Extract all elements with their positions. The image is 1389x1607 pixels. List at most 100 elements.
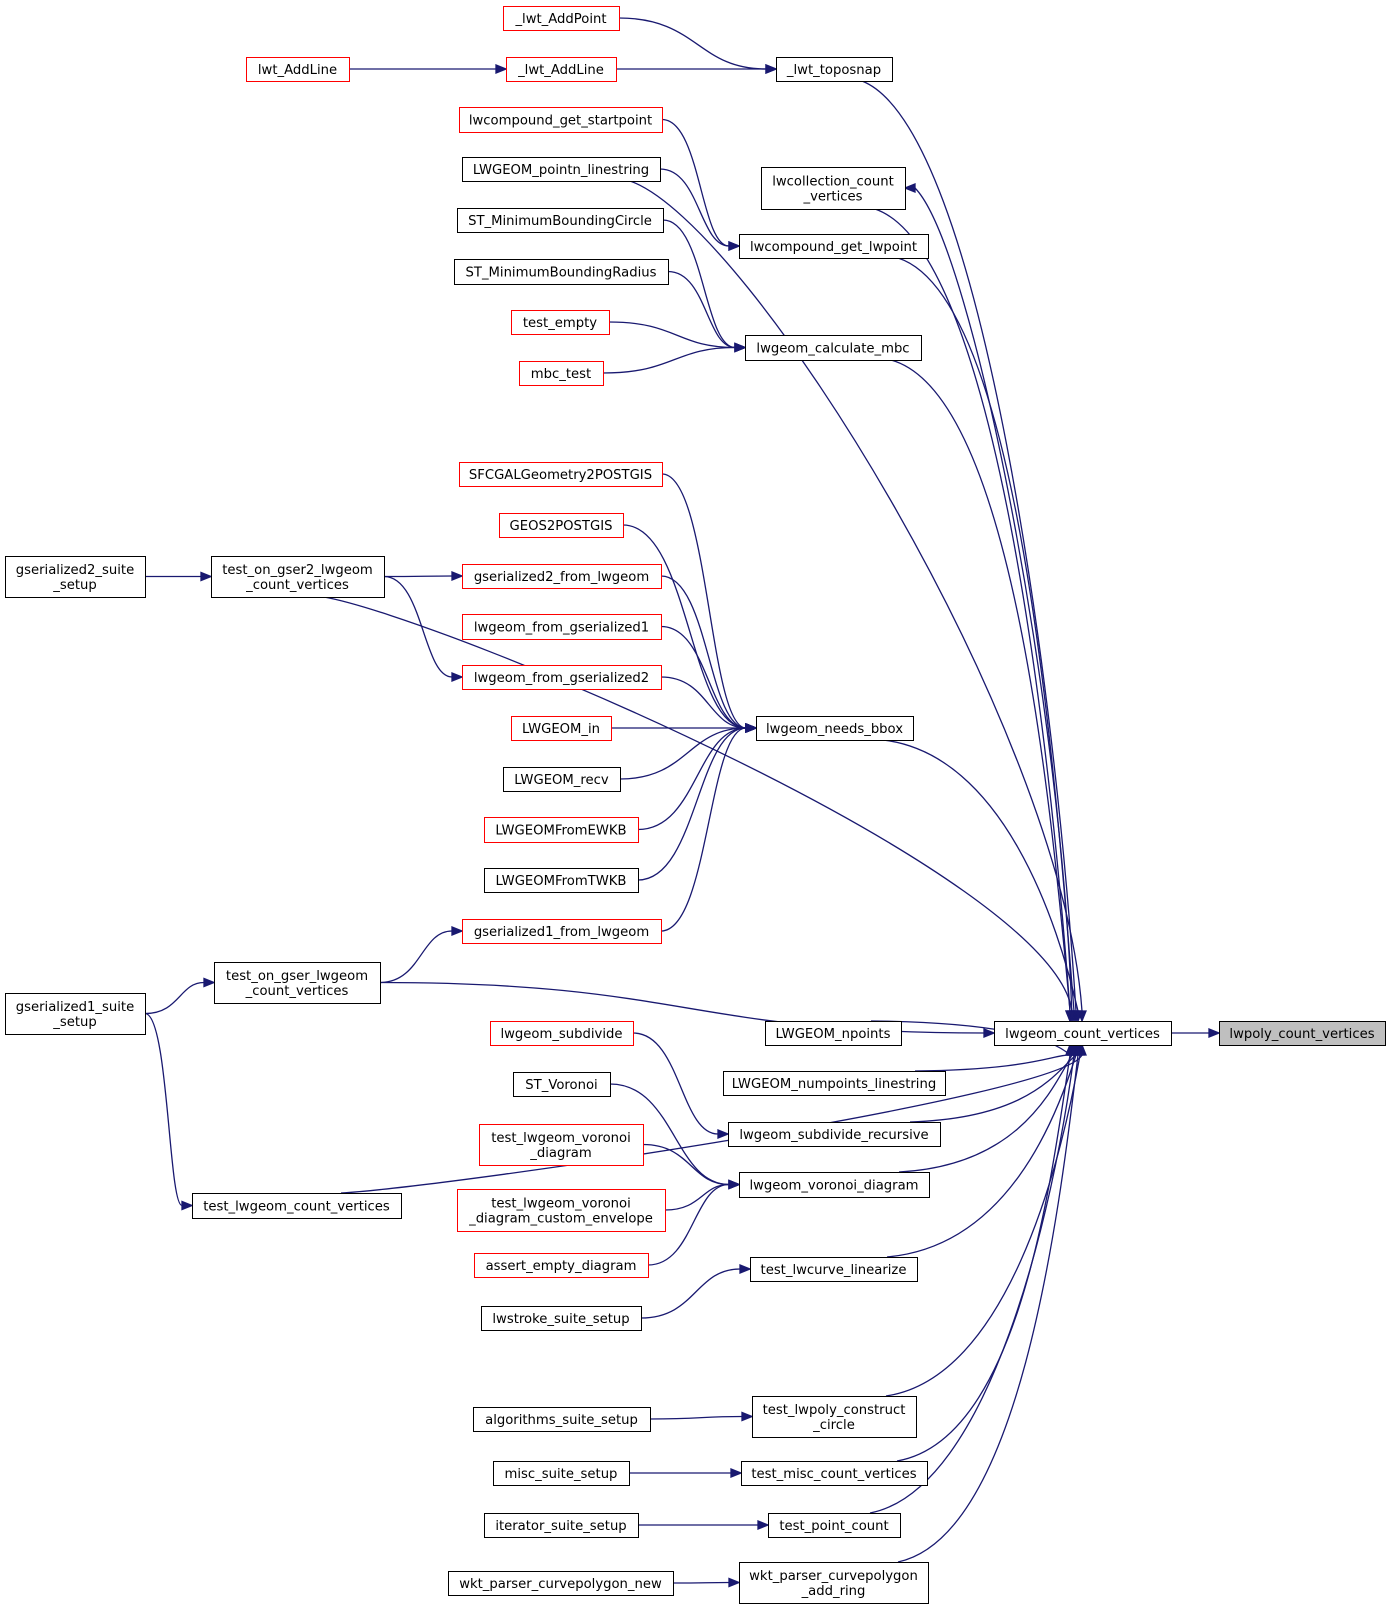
node-test_lwpoly_construct_circle[interactable]: test_lwpoly_construct_circle [752,1396,917,1438]
node-lwcompound_get_startpoint[interactable]: lwcompound_get_startpoint [459,107,663,133]
edge-line [608,321,736,349]
node-LWGEOM_npoints[interactable]: LWGEOM_npoints [765,1021,902,1046]
node-assert_empty_diagram[interactable]: assert_empty_diagram [474,1253,649,1278]
node-SFCGALGeometry2POSTGIS[interactable]: SFCGALGeometry2POSTGIS [459,462,663,487]
node-label: LWGEOM_numpoints_linestring [732,1077,936,1092]
node-lwcollection_count_vertices[interactable]: lwcollection_count_vertices [761,167,906,210]
node-gserialized2_from_lwgeom[interactable]: gserialized2_from_lwgeom [462,564,662,589]
node-LWGEOMFromEWKB[interactable]: LWGEOMFromEWKB [484,817,639,843]
edge-lwgeom_subdivide-to-lwgeom_subdivide_recursive [632,1032,730,1139]
edge-lwgeom_from_gserialized2-to-lwgeom_needs_bbox [660,676,758,733]
node-iterator_suite_setup[interactable]: iterator_suite_setup [484,1513,639,1538]
node-algorithms_suite_setup[interactable]: algorithms_suite_setup [473,1407,651,1432]
node-test_point_count[interactable]: test_point_count [768,1513,901,1538]
node-label: lwt_AddLine [258,63,337,78]
edge-LWGEOM_pointn_linestring-to-lwgeom_count_vertices [629,180,1087,1023]
node-label: ST_MinimumBoundingCircle [468,214,652,229]
node-gserialized1_suite_setup[interactable]: gserialized1_suite_setup [5,993,146,1035]
node-lwt_toposnap[interactable]: _lwt_toposnap [776,57,893,82]
node-lwt_AddPoint[interactable]: _lwt_AddPoint [503,6,620,31]
node-lwgeom_calculate_mbc[interactable]: lwgeom_calculate_mbc [745,335,922,361]
node-label: lwcompound_get_lwpoint [750,240,917,255]
edge-arrowhead [734,342,747,353]
node-test_on_gser_lwgeom_count_vertices[interactable]: test_on_gser_lwgeom_count_vertices [214,962,381,1004]
node-lwcompound_get_lwpoint[interactable]: lwcompound_get_lwpoint [739,234,929,259]
node-LWGEOM_in[interactable]: LWGEOM_in [511,716,612,741]
node-LWGEOM_pointn_linestring[interactable]: LWGEOM_pointn_linestring [462,157,661,182]
node-GEOS2POSTGIS[interactable]: GEOS2POSTGIS [499,513,624,538]
edge-gserialized1_from_lwgeom-to-lwgeom_needs_bbox [660,723,758,932]
node-box [462,614,662,640]
edge-line [660,676,747,729]
node-label: SFCGALGeometry2POSTGIS [469,468,652,483]
node-label: lwgeom_voronoi_diagram [749,1179,918,1194]
edge-line [664,1183,730,1211]
node-test_lwgeom_voronoi_diagram_custom_envelope[interactable]: test_lwgeom_voronoi_diagram_custom_envel… [457,1189,666,1232]
node-box [479,1124,644,1166]
node-lwgeom_needs_bbox[interactable]: lwgeom_needs_bbox [756,716,914,741]
node-ST_MinimumBoundingRadius[interactable]: ST_MinimumBoundingRadius [454,259,669,285]
node-test_lwcurve_linearize[interactable]: test_lwcurve_linearize [750,1257,918,1282]
node-label: GEOS2POSTGIS [510,519,613,534]
edge-line [874,208,1071,1012]
node-label: ST_MinimumBoundingRadius [466,266,657,281]
node-misc_suite_setup[interactable]: misc_suite_setup [493,1461,630,1486]
node-lwt_AddLine_pub[interactable]: lwt_AddLine [246,57,350,82]
node-box [745,335,922,361]
node-lwstroke_suite_setup[interactable]: lwstroke_suite_setup [481,1306,642,1331]
node-wkt_parser_curvepolygon_new[interactable]: wkt_parser_curvepolygon_new [448,1571,674,1596]
node-gserialized2_suite_setup[interactable]: gserialized2_suite_setup [5,556,146,598]
node-wkt_parser_curvepolygon_add_ring[interactable]: wkt_parser_curvepolygon_add_ring [739,1562,929,1604]
node-test_empty[interactable]: test_empty [511,310,610,335]
node-box [214,962,381,1004]
node-lwgeom_subdivide_recursive[interactable]: lwgeom_subdivide_recursive [728,1122,941,1147]
node-label: gserialized1_from_lwgeom [474,925,649,940]
node-box [462,665,662,690]
node-LWGEOMFromTWKB[interactable]: LWGEOMFromTWKB [484,868,639,893]
node-gserialized1_from_lwgeom[interactable]: gserialized1_from_lwgeom [462,919,662,944]
edge-arrowhead [741,1411,754,1422]
node-label: test_lwpoly_construct [763,1403,906,1418]
node-lwgeom_from_gserialized1[interactable]: lwgeom_from_gserialized1 [462,614,662,640]
node-label: _setup [52,1015,96,1030]
edge-test_misc_count_vertices-to-lwgeom_count_vertices [896,1043,1075,1462]
node-test_lwgeom_voronoi_diagram[interactable]: test_lwgeom_voronoi_diagram [479,1124,644,1166]
edge-arrowhead [717,1129,730,1139]
edge-lwgeom_count_vertices-to-lwcollection_count_vertices [903,183,1073,1022]
node-box [481,1306,642,1331]
node-label: lwcompound_get_startpoint [469,114,652,129]
node-box [739,1562,929,1604]
edge-lwgeom_needs_bbox-to-lwgeom_count_vertices [882,739,1083,1023]
node-label: _count_vertices [245,984,349,999]
node-LWGEOM_numpoints_linestring[interactable]: LWGEOM_numpoints_linestring [723,1071,946,1096]
edge-line [660,727,747,932]
node-label: test_on_gser_lwgeom [226,969,368,984]
node-lwgeom_count_vertices[interactable]: lwgeom_count_vertices [994,1021,1172,1046]
node-lwgeom_from_gserialized2[interactable]: lwgeom_from_gserialized2 [462,665,662,690]
edge-arrowhead [1208,1028,1221,1038]
edge-lwt_AddLine-to-lwt_toposnap [616,64,778,74]
node-label: test_lwgeom_count_vertices [203,1200,390,1215]
node-label: algorithms_suite_setup [485,1413,638,1428]
edge-line [661,118,730,247]
node-test_on_gser2_lwgeom_count_vertices[interactable]: test_on_gser2_lwgeom_count_vertices [211,556,385,598]
node-box [246,57,350,82]
node-ST_MinimumBoundingCircle[interactable]: ST_MinimumBoundingCircle [457,208,664,233]
edge-line [885,1054,1081,1397]
node-lwt_AddLine[interactable]: _lwt_AddLine [506,57,617,82]
node-lwpoly_count_vertices[interactable]: lwpoly_count_vertices [1219,1021,1386,1046]
node-test_lwgeom_count_vertices[interactable]: test_lwgeom_count_vertices [192,1193,402,1219]
node-ST_Voronoi[interactable]: ST_Voronoi [513,1072,611,1097]
node-mbc_test[interactable]: mbc_test [519,361,604,386]
edge-line [619,727,747,780]
node-LWGEOM_recv[interactable]: LWGEOM_recv [503,767,621,792]
edge-line [618,17,767,70]
node-lwgeom_subdivide[interactable]: lwgeom_subdivide [490,1021,634,1046]
edge-LWGEOMFromEWKB-to-lwgeom_needs_bbox [637,723,758,831]
node-box [739,1172,930,1198]
edge-LWGEOM_recv-to-lwgeom_needs_bbox [619,723,758,780]
node-box [728,1122,941,1147]
node-lwgeom_voronoi_diagram[interactable]: lwgeom_voronoi_diagram [739,1172,930,1198]
node-test_misc_count_vertices[interactable]: test_misc_count_vertices [741,1461,928,1486]
